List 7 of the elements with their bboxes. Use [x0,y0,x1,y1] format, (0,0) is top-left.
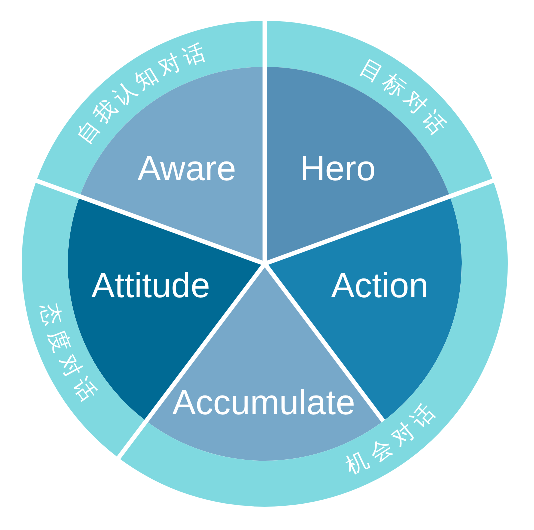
curved-label: 态度对话 [36,300,104,410]
curved-label: 目标对话 [356,55,454,144]
wedge-label: Hero [300,152,376,186]
curved-label: 自我认知对话 [72,38,214,149]
wedge-label: Attitude [92,268,210,304]
wedge-label: Aware [138,152,236,186]
wedge-label: Action [331,268,429,304]
